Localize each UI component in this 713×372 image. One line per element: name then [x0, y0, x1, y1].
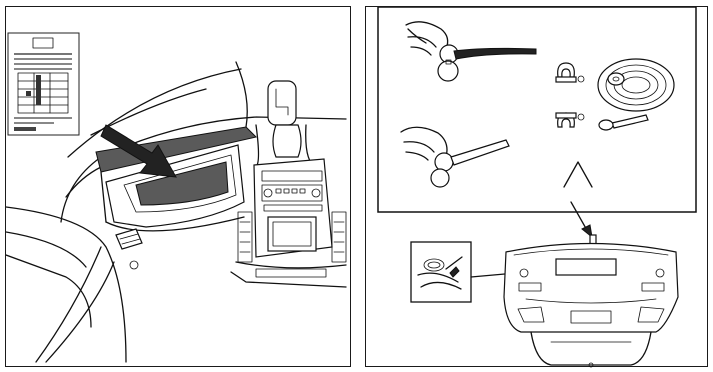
- glove-box-illustration: [6, 7, 352, 368]
- glove-box-panel: [5, 6, 351, 367]
- rear-bumper-icon: [504, 244, 678, 368]
- towing-equipment-panel: [365, 6, 708, 367]
- towing-illustration: [366, 7, 709, 368]
- detail-callout-icon: [411, 242, 516, 302]
- manual-page-icon: [8, 33, 79, 135]
